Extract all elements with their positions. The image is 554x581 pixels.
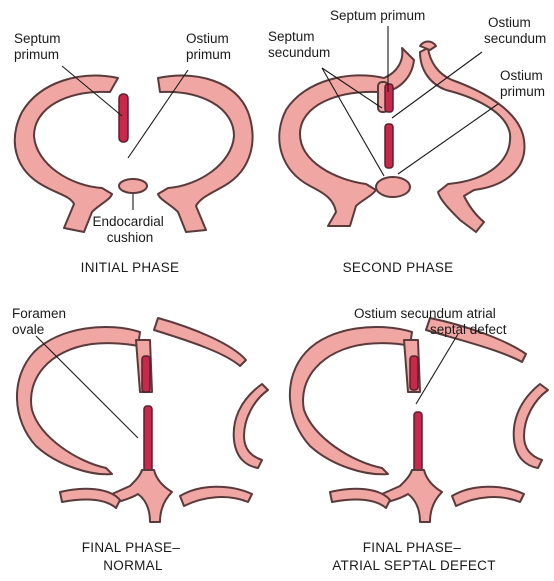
- atrial-wall-right: [158, 76, 253, 232]
- septum-primum-2-upper: [385, 84, 393, 112]
- right-wall-lower-3: [234, 384, 268, 468]
- label-septum-primum-1: Septum primum: [14, 31, 64, 62]
- panel-final-asd: Ostium secundum atrial septal defect FIN…: [290, 306, 548, 573]
- septum-primum-4-lower: [414, 412, 422, 472]
- valve-right-3: [180, 487, 252, 506]
- label-foramen-ovale: Foramen ovale: [12, 306, 70, 337]
- endocardial-cushion: [119, 179, 147, 193]
- label-endocardial-cushion: Endocardial cushion: [92, 214, 167, 245]
- panel-final-normal: Foramen ovale FINAL PHASE– NORMAL: [12, 306, 268, 573]
- caption-second-phase: SECOND PHASE: [343, 260, 454, 275]
- right-wall-lower-4: [514, 384, 548, 468]
- atrial-wall-left-4: [290, 327, 412, 474]
- septum-primum: [119, 94, 128, 142]
- valve-right-4: [452, 487, 524, 506]
- atrial-wall-left-2: [279, 48, 414, 226]
- septum-primum-3-upper: [142, 356, 150, 392]
- septum-base-3: [112, 470, 172, 522]
- leader-foramen-ovale: [36, 336, 138, 438]
- label-ostium-secundum: Ostium secundum: [484, 15, 546, 46]
- septum-primum-4-upper: [410, 356, 418, 390]
- panel-initial-phase: Septum primum Ostium primum Endocardial …: [14, 31, 253, 275]
- leader-ostium-primum-2: [398, 104, 498, 174]
- endocardial-cushion-2: [376, 177, 410, 197]
- valve-left-4: [330, 489, 390, 508]
- caption-final-asd: FINAL PHASE– ATRIAL SEPTAL DEFECT: [332, 540, 496, 573]
- leader-asd: [416, 334, 458, 404]
- label-septum-secundum: Septum secundum: [268, 29, 330, 60]
- septum-primum-3-lower: [144, 406, 152, 472]
- label-ostium-primum-2: Ostium primum: [500, 68, 547, 99]
- atrial-wall-left-3: [17, 327, 140, 474]
- valve-left-3: [60, 489, 120, 508]
- panel-second-phase: Septum primum Septum secundum Ostium sec…: [268, 8, 547, 275]
- label-septum-primum-2: Septum primum: [330, 8, 425, 23]
- caption-final-normal: FINAL PHASE– NORMAL: [82, 540, 184, 573]
- caption-initial-phase: INITIAL PHASE: [81, 260, 180, 275]
- septum-base-4: [382, 470, 442, 522]
- septum-primum-2-lower: [385, 124, 393, 168]
- atrial-wall-left: [15, 76, 118, 232]
- septum-notch: [420, 42, 436, 51]
- atrial-wall-right-3: [154, 318, 246, 366]
- label-ostium-primum-1: Ostium primum: [186, 31, 233, 62]
